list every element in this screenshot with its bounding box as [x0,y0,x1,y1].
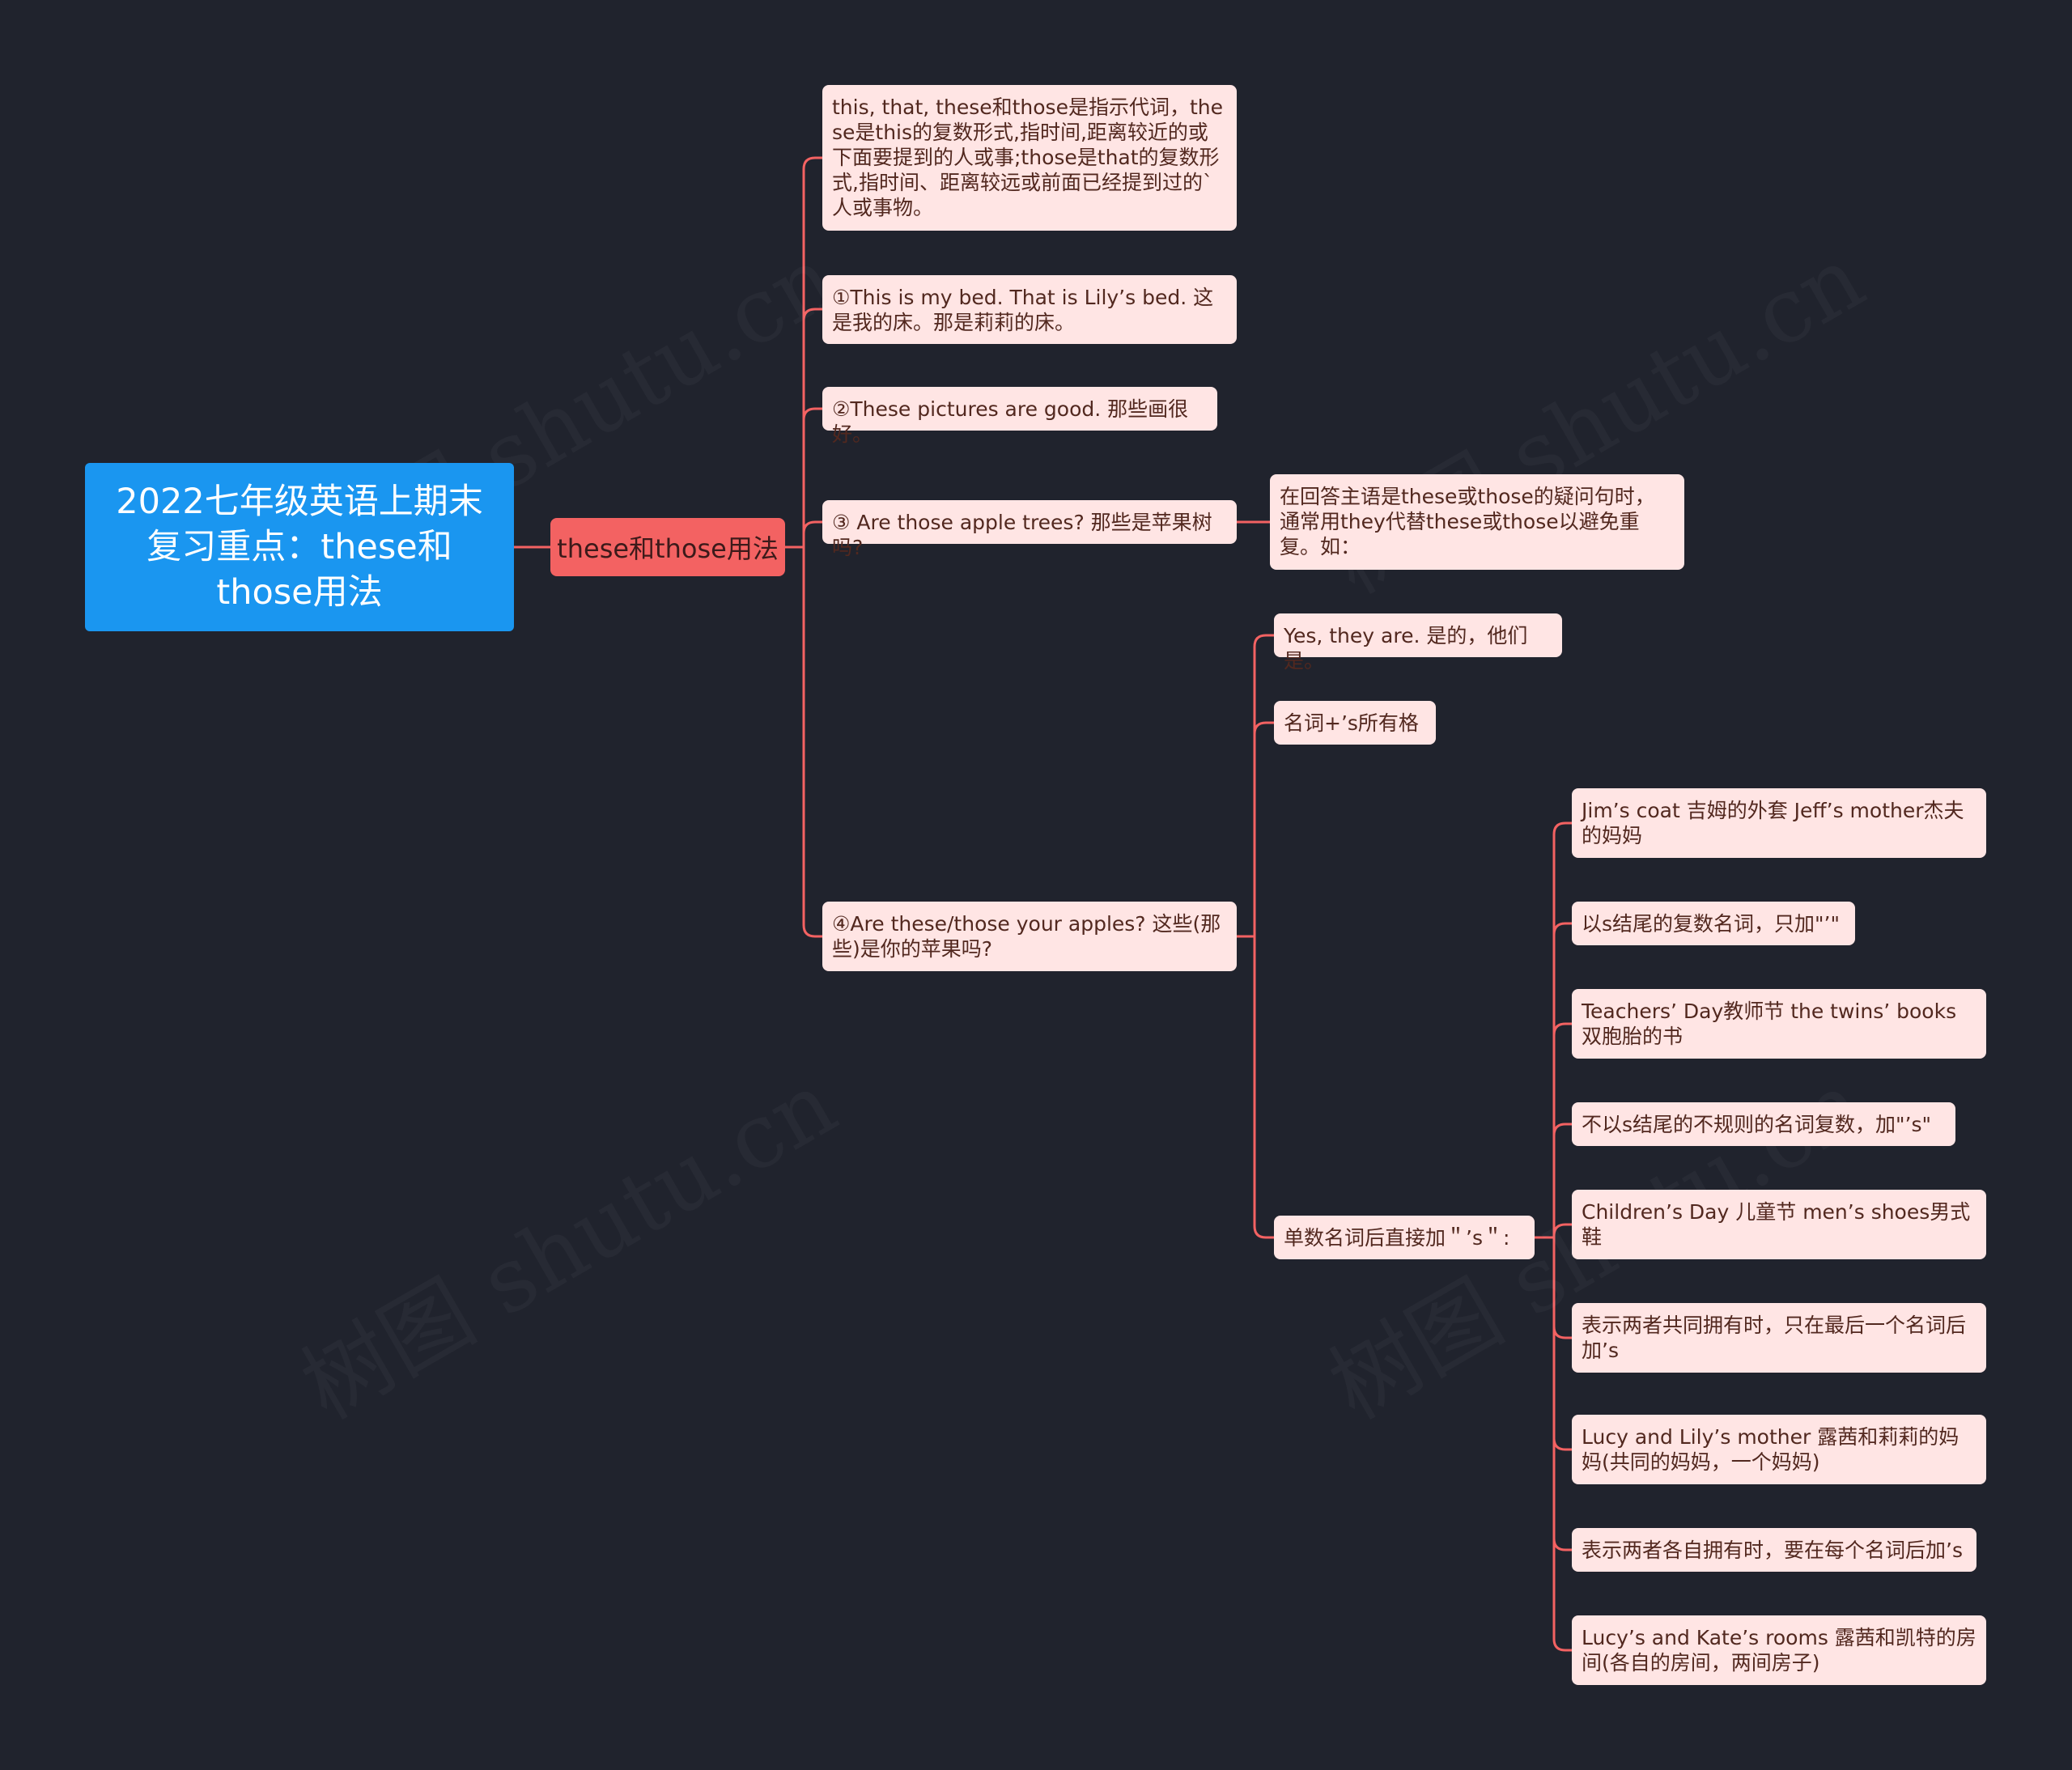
rule-node[interactable]: Teachers’ Day教师节 the twins’ books 双胞胎的书 [1572,989,1986,1059]
connector-line [802,156,822,547]
branch-label: these和those用法 [557,533,779,564]
connector-line [1552,821,1572,1237]
connector-line [1552,922,1572,1237]
rule-node[interactable]: Lucy and Lily’s mother 露茜和莉莉的妈妈(共同的妈妈，一个… [1572,1415,1986,1484]
rule-node[interactable]: Lucy’s and Kate’s rooms 露茜和凯特的房间(各自的房间，两… [1572,1615,1986,1685]
singular-rule-node[interactable]: 单数名词后直接加＂’s＂: [1274,1216,1535,1259]
rule-node[interactable]: 表示两者各自拥有时，要在每个名词后加’s [1572,1528,1976,1572]
connector-line [1552,1223,1572,1237]
example3-node[interactable]: ③ Are those apple trees? 那些是苹果树吗? [822,500,1237,559]
connector-line [1253,721,1274,936]
connector-line [802,520,822,547]
connector-line [802,547,822,938]
rule-node[interactable]: 以s结尾的复数名词，只加"’" [1572,902,1855,945]
root-title: 2022七年级英语上期末复习重点：these和those用法 [116,482,483,613]
definition-node[interactable]: this, that, these和those是指示代词，these是this的… [822,85,1237,231]
example4-node[interactable]: ④Are these/those your apples? 这些(那些)是你的苹… [822,902,1237,971]
possessive-node[interactable]: 名词+’s所有格 [1274,701,1436,745]
rule-node[interactable]: Jim’s coat 吉姆的外套 Jeff’s mother杰夫的妈妈 [1572,788,1986,858]
connector-line [802,308,822,547]
answer-node[interactable]: Yes, they are. 是的，他们是。 [1274,613,1562,673]
example2-node[interactable]: ②These pictures are good. 那些画很好。 [822,387,1217,446]
branch-node[interactable]: these和those用法 [550,518,785,576]
connector-line [1552,1237,1572,1652]
connector-line [1552,1123,1572,1237]
rule-node[interactable]: Children’s Day 儿童节 men’s shoes男式鞋 [1572,1190,1986,1259]
root-node[interactable]: 2022七年级英语上期末复习重点：these和those用法 [85,463,514,631]
rule-node[interactable]: 不以s结尾的不规则的名词复数，加"’s" [1572,1102,1955,1146]
connector-line [1552,1022,1572,1237]
connector-line [1253,936,1274,1239]
connector-line [802,407,822,547]
connector-line [1253,634,1274,936]
example3-note-node[interactable]: 在回答主语是these或those的疑问句时，通常用they代替these或th… [1270,474,1684,570]
example1-node[interactable]: ①This is my bed. That is Lily’s bed. 这是我… [822,275,1237,344]
rule-node[interactable]: 表示两者共同拥有时，只在最后一个名词后加’s [1572,1303,1986,1373]
